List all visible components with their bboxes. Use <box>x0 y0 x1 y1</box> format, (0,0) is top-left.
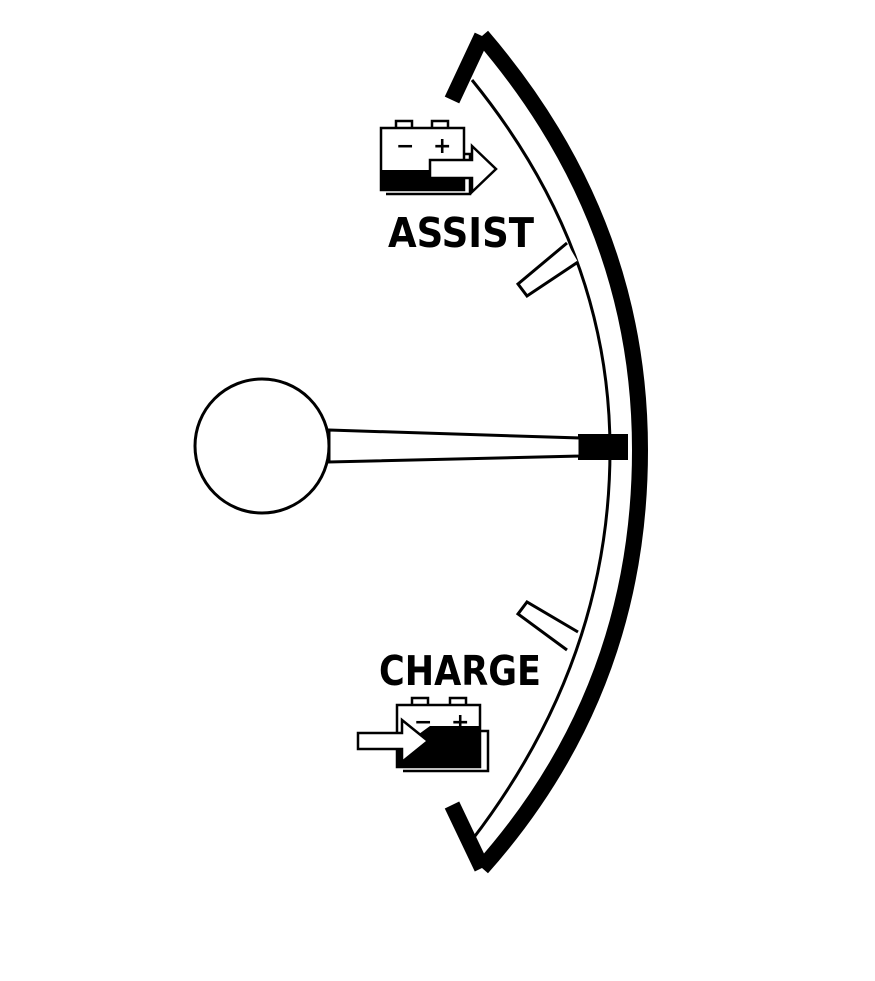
gauge-bezel-top-cap <box>444 32 490 104</box>
gauge-center-marker <box>578 434 628 460</box>
battery-minus-sign: − <box>414 710 432 735</box>
battery-minus-sign: − <box>396 134 414 159</box>
battery-discharge-icon: − + <box>379 119 498 196</box>
assist-label: ASSIST <box>388 209 534 257</box>
gauge-bezel-bottom-cap <box>444 801 490 872</box>
charge-tick <box>515 600 579 652</box>
battery-plus-sign: + <box>433 134 451 159</box>
needle-hub <box>193 377 331 515</box>
battery-charge-icon: − + <box>356 696 490 773</box>
battery-plus-sign: + <box>451 710 469 735</box>
charge-label: CHARGE <box>379 647 541 695</box>
gauge-needle <box>327 428 582 464</box>
gauge-outer-bezel <box>475 30 649 874</box>
assist-tick <box>515 241 579 299</box>
charge-arrow-icon <box>356 717 430 765</box>
discharge-arrow-icon <box>428 143 498 195</box>
